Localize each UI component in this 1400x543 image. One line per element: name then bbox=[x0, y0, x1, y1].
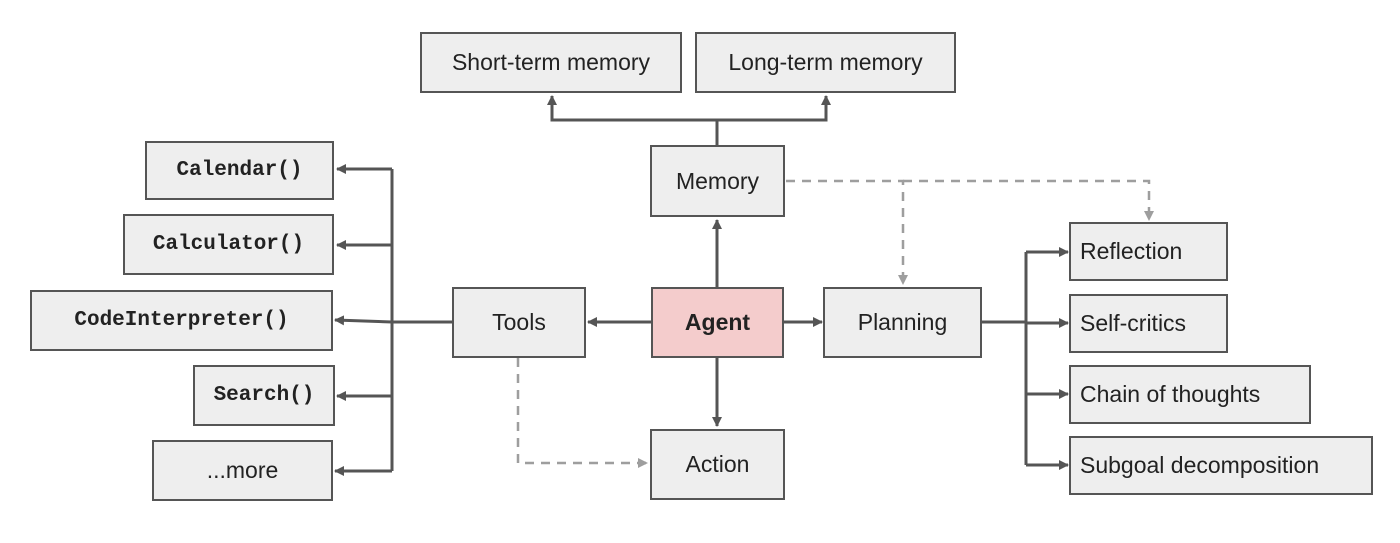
edge-planning-bus bbox=[982, 252, 1028, 465]
edge-tools-bus bbox=[390, 169, 452, 471]
node-code-interpreter-tool: CodeInterpreter() bbox=[30, 290, 333, 351]
edge-memory-to-reflection-dashed bbox=[903, 179, 1154, 221]
node-action: Action bbox=[650, 429, 785, 500]
node-more-tools: ...more bbox=[152, 440, 333, 501]
node-planning: Planning bbox=[823, 287, 982, 358]
node-memory: Memory bbox=[650, 145, 785, 217]
node-search-tool: Search() bbox=[193, 365, 335, 426]
node-calendar-tool: Calendar() bbox=[145, 141, 334, 200]
node-self-critics: Self-critics bbox=[1069, 294, 1228, 353]
node-long-term-memory: Long-term memory bbox=[695, 32, 956, 93]
node-short-term-memory: Short-term memory bbox=[420, 32, 682, 93]
edge-tools-to-code-interpreter bbox=[334, 315, 393, 326]
node-calculator-tool: Calculator() bbox=[123, 214, 334, 275]
node-chain-of-thoughts: Chain of thoughts bbox=[1069, 365, 1311, 424]
node-subgoal-decomposition: Subgoal decomposition bbox=[1069, 436, 1373, 495]
node-tools: Tools bbox=[452, 287, 586, 358]
edge-memory-to-planning-dashed bbox=[786, 179, 908, 285]
edge-tools-to-action-dashed bbox=[516, 358, 648, 468]
edge-memory-to-short-term-memory bbox=[547, 95, 719, 145]
node-agent: Agent bbox=[651, 287, 784, 358]
edge-memory-to-long-term-memory bbox=[717, 95, 831, 122]
node-reflection: Reflection bbox=[1069, 222, 1228, 281]
